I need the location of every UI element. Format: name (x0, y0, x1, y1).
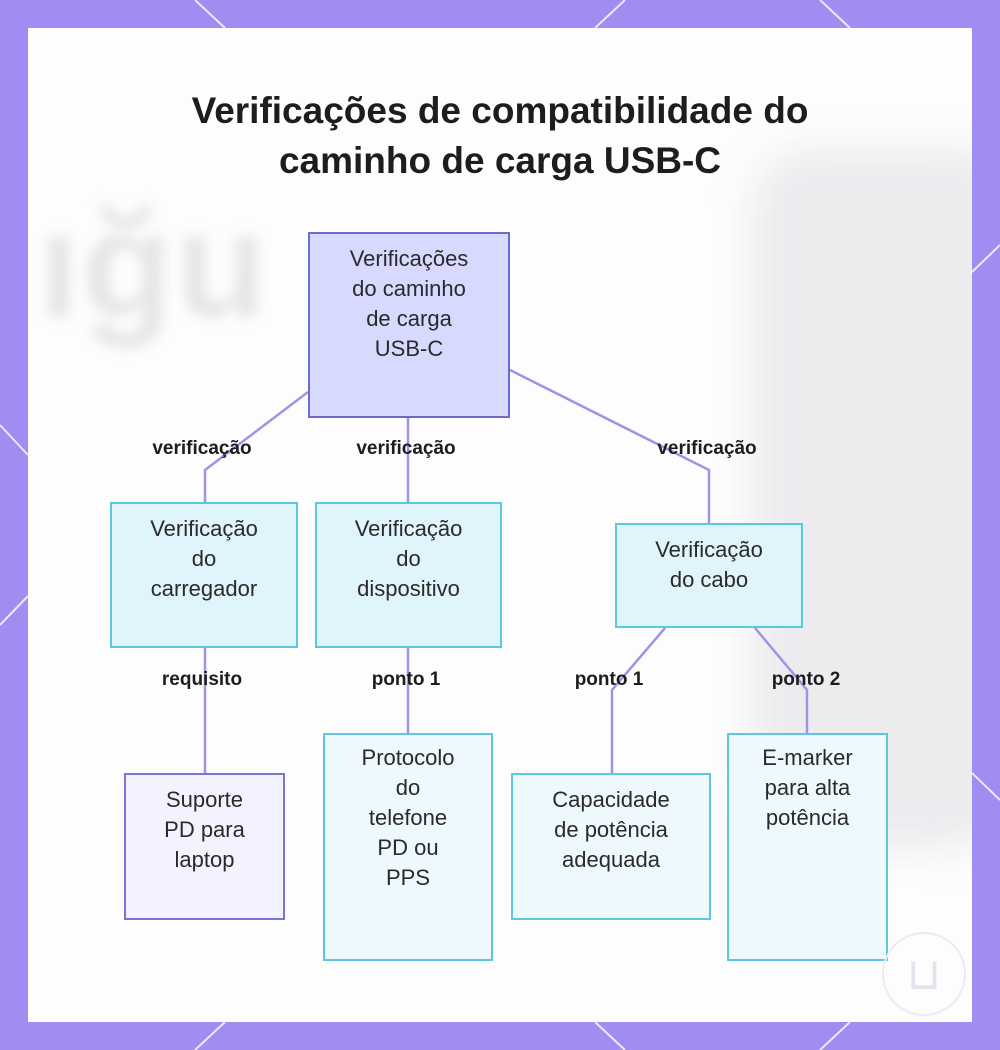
node-line: de carga (366, 306, 452, 331)
node-line: USB-C (374, 336, 444, 361)
node-device-check: Verificação do dispositivo (315, 502, 502, 648)
edge-label-charger-laptop: requisito (161, 669, 243, 690)
node-line: do (191, 546, 217, 571)
edge-label-root-device: verificação (356, 438, 456, 459)
node-line: Suporte (165, 787, 244, 812)
node-line: PPS (385, 865, 430, 890)
background-device-blur (752, 148, 972, 848)
node-line: do (395, 775, 421, 800)
node-charger-check: Verificação do carregador (110, 502, 298, 648)
title-line-1: Verificações de compatibilidade do (191, 90, 809, 131)
node-line: Verificação (354, 516, 463, 541)
node-line: PD para (164, 817, 245, 842)
node-line: carregador (150, 576, 258, 601)
node-phone-protocol: Protocolo do telefone PD ou PPS (323, 733, 493, 961)
node-cable-check: Verificação do cabo (615, 523, 803, 628)
edge-label-root-cable: verificação (657, 438, 757, 459)
background-watermark: ığu (38, 180, 269, 348)
node-line: de potência (554, 817, 668, 842)
node-line: Verificação (655, 537, 763, 562)
node-line: telefone (368, 805, 448, 830)
diagram-title: Verificações de compatibilidade do camin… (0, 86, 1000, 186)
edge-label-cable-capacity: ponto 1 (574, 669, 644, 690)
edge-cable-emarker (754, 627, 809, 733)
node-power-capacity: Capacidade de potência adequada (511, 773, 711, 920)
edge-root-cable (509, 368, 711, 523)
edge-label-root-charger: verificação (152, 438, 252, 459)
node-line: do (396, 546, 421, 571)
node-line: Capacidade (552, 787, 670, 812)
node-line: para alta (764, 775, 851, 800)
node-line: Protocolo (361, 745, 455, 770)
title-line-2: caminho de carga USB-C (278, 140, 722, 181)
node-line: PD ou (377, 835, 439, 860)
watermark-logo-icon: ⊔ (882, 932, 966, 1016)
node-line: do cabo (669, 567, 749, 592)
node-line: adequada (562, 847, 660, 872)
node-line: laptop (174, 847, 235, 872)
node-line: do caminho (352, 276, 466, 301)
edge-cable-capacity (610, 627, 666, 773)
edge-label-device-phone: ponto 1 (371, 669, 441, 690)
node-line: Verificações (349, 246, 469, 271)
node-line: E-marker (762, 745, 853, 770)
node-line: potência (765, 805, 850, 830)
edge-root-charger (203, 391, 309, 502)
node-usb-c-path-checks: Verificações do caminho de carga USB-C (308, 232, 510, 418)
node-line: dispositivo (357, 576, 460, 601)
node-laptop-pd-support: Suporte PD para laptop (124, 773, 285, 920)
node-line: Verificação (150, 516, 258, 541)
edge-label-cable-emarker: ponto 2 (771, 669, 841, 690)
node-emarker-high-power: E-marker para alta potência (727, 733, 888, 961)
